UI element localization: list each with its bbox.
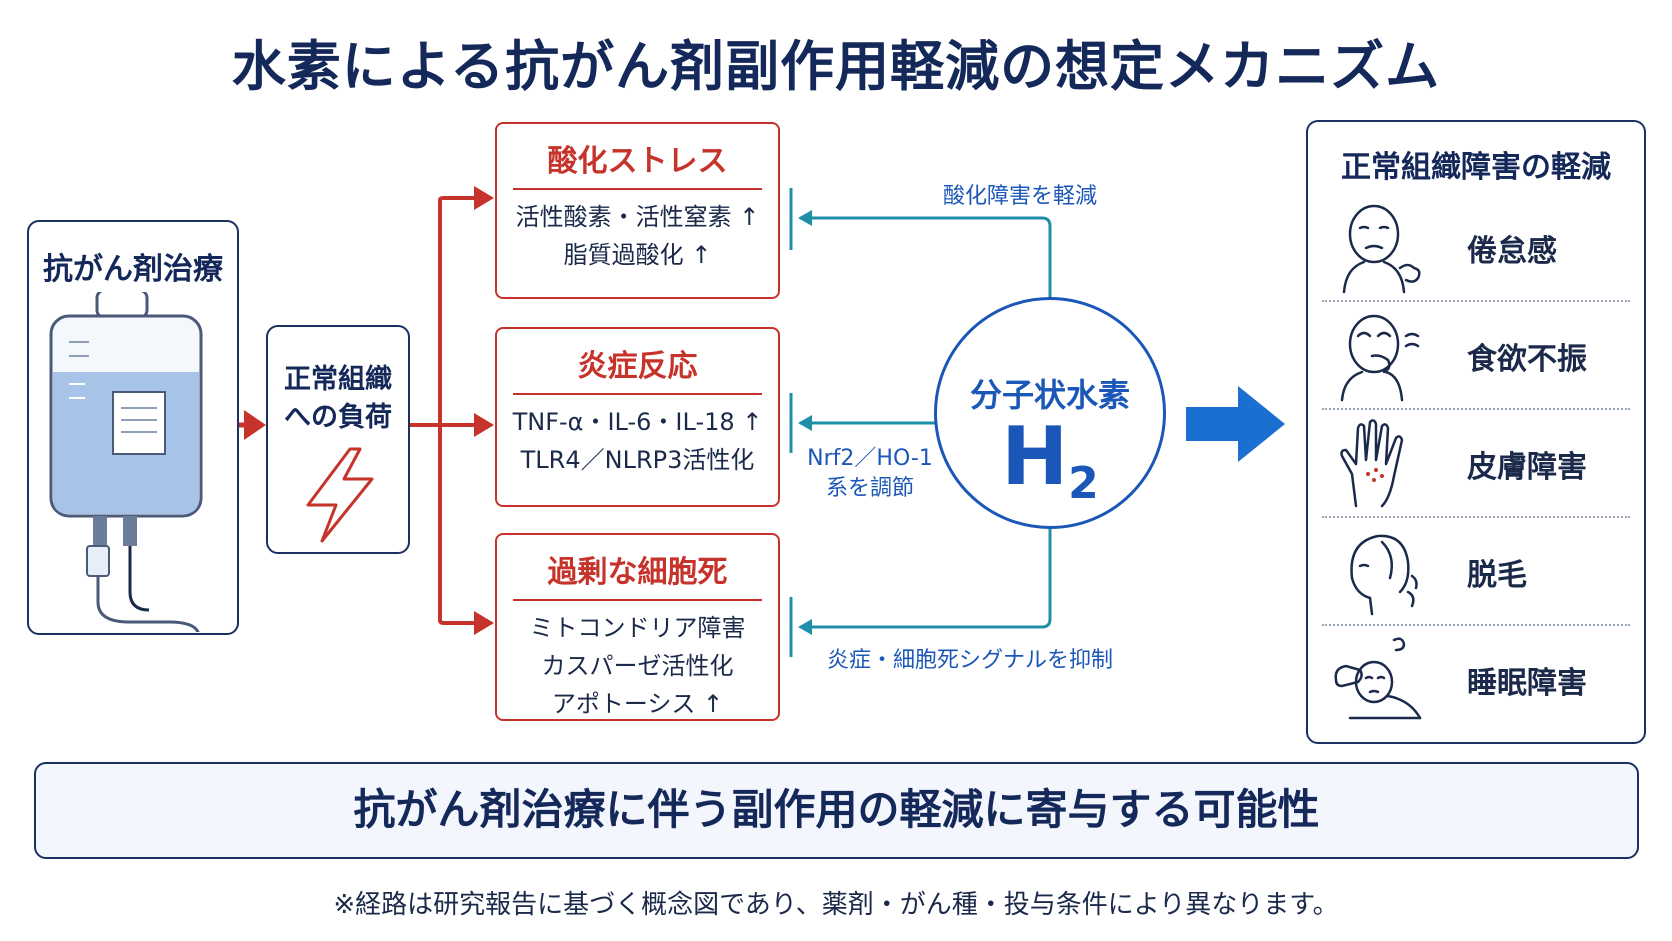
- conclusion-banner: 抗がん剤治療に伴う副作用の軽減に寄与する可能性: [34, 762, 1639, 859]
- effect-line: 脂質過酸化 ↑: [563, 241, 712, 269]
- burden-label-line1: 正常組織: [284, 364, 392, 395]
- arrow-burden-to-effects: [410, 196, 478, 625]
- sleep-disorder-icon: [1334, 637, 1422, 720]
- effect-title: 酸化ストレス: [513, 136, 762, 190]
- effect-line: 活性酸素・活性窒素 ↑: [515, 203, 760, 231]
- symptom-label: 倦怠感: [1467, 234, 1557, 269]
- symptom-label: 脱毛: [1467, 558, 1527, 593]
- fatigue-icon: [1342, 204, 1421, 294]
- page-title: 水素による抗がん剤副作用軽減の想定メカニズム: [231, 35, 1441, 98]
- pathway-label-nrf2-line1: Nrf2／HO-1: [807, 446, 933, 471]
- hydrogen-label: 分子状水素: [969, 376, 1130, 414]
- reduction-panel: 正常組織障害の軽減 倦怠感: [1306, 120, 1646, 744]
- reduction-header: 正常組織障害の軽減: [1341, 150, 1611, 185]
- effect-line: TLR4／NLRP3活性化: [520, 446, 755, 474]
- inhibit-arrowheads: [798, 210, 812, 635]
- burden-box: 正常組織 への負荷: [266, 325, 410, 554]
- symptom-row-skin-damage: 皮膚障害: [1322, 408, 1630, 518]
- inhibit-lines: [789, 188, 1052, 657]
- pathway-label-nrf2-line2: 系を調節: [825, 476, 914, 501]
- effect-box-inflammation: 炎症反応 TNF-α・IL-6・IL-18 ↑ TLR4／NLRP3活性化: [495, 327, 780, 507]
- symptom-row-hair-loss: 脱毛: [1322, 516, 1630, 626]
- symptom-label: 皮膚障害: [1467, 450, 1587, 485]
- symptom-row-appetite-loss: 食欲不振: [1322, 300, 1630, 410]
- arrowheads-effects: [474, 186, 494, 635]
- pathway-label-inflammation: 炎症・細胞死シグナルを抑制: [826, 648, 1113, 673]
- footnote: ※経路は研究報告に基づく概念図であり、薬剤・がん種・投与条件により異なります。: [333, 890, 1339, 920]
- treatment-box: 抗がん剤治療: [27, 220, 239, 635]
- effect-line: カスパーゼ活性化: [541, 652, 734, 680]
- burden-label-line2: への負荷: [284, 402, 392, 433]
- lightning-icon: [306, 447, 374, 543]
- effect-line: TNF-α・IL-6・IL-18 ↑: [512, 408, 763, 436]
- appetite-loss-icon: [1340, 314, 1420, 402]
- symptom-label: 睡眠障害: [1467, 666, 1587, 701]
- pathway-label-nrf2: Nrf2／HO-1 系を調節: [795, 444, 945, 504]
- treatment-label: 抗がん剤治療: [43, 252, 223, 287]
- effect-line: ミトコンドリア障害: [529, 614, 746, 642]
- blue-arrow-to-reduction: [1186, 386, 1285, 462]
- hydrogen-circle: 分子状水素 H2: [934, 297, 1166, 529]
- symptom-row-sleep-disorder: 睡眠障害: [1322, 624, 1630, 732]
- effect-box-oxidative-stress: 酸化ストレス 活性酸素・活性窒素 ↑ 脂質過酸化 ↑: [495, 122, 780, 299]
- burden-label: 正常組織 への負荷: [268, 361, 408, 437]
- hair-loss-icon: [1350, 534, 1418, 616]
- hydrogen-symbol: H: [1001, 410, 1069, 503]
- effect-box-cell-death: 過剰な細胞死 ミトコンドリア障害 カスパーゼ活性化 アポトーシス ↑: [495, 533, 780, 721]
- effect-title: 炎症反応: [513, 341, 762, 395]
- symptom-row-fatigue: 倦怠感: [1322, 192, 1630, 302]
- effect-line: アポトーシス ↑: [551, 690, 724, 718]
- iv-bag-icon: [49, 292, 203, 632]
- pathway-label-oxidation: 酸化障害を軽減: [942, 184, 1097, 209]
- hydrogen-subscript: 2: [1068, 458, 1099, 509]
- effect-title: 過剰な細胞死: [513, 547, 762, 601]
- symptom-label: 食欲不振: [1467, 342, 1587, 377]
- skin-damage-icon: [1340, 419, 1404, 508]
- hydrogen-formula: H2: [937, 412, 1163, 529]
